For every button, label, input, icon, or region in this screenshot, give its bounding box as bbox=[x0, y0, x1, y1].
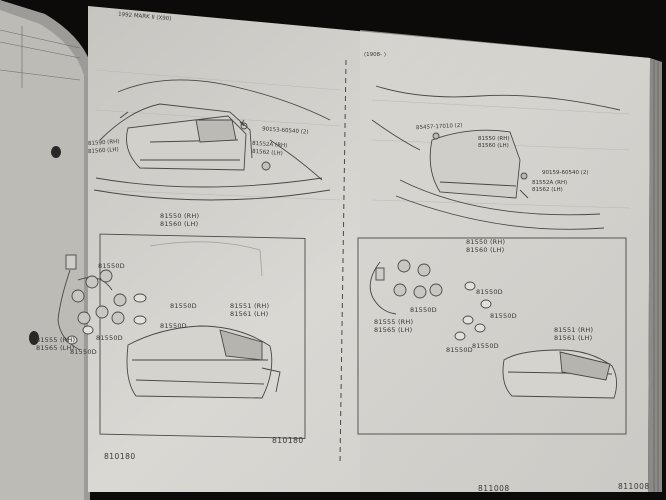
left-bulb-code-2: 81550D bbox=[170, 302, 197, 310]
right-diagram-frame bbox=[357, 237, 627, 435]
right-socket-rh: 81555 (RH) bbox=[374, 318, 414, 326]
left-lens-rh: 81551 (RH) bbox=[230, 302, 270, 310]
right-screw-note: 90159-60540 (2) bbox=[542, 170, 589, 176]
right-bulb-note-2: 81562 (LH) bbox=[532, 187, 563, 193]
left-assy-rh: 81550 (RH) bbox=[160, 212, 200, 220]
left-page-edge bbox=[0, 0, 88, 500]
right-assy-lh: 81560 (LH) bbox=[466, 246, 505, 254]
right-assy-lh-top: 81560 (LH) bbox=[478, 143, 509, 149]
right-lens-rh: 81551 (RH) bbox=[554, 326, 594, 334]
left-bulb-code-3: 81550D bbox=[160, 322, 187, 330]
right-lens-lh: 81561 (LH) bbox=[554, 334, 593, 342]
left-bulb-code-4: 81550D bbox=[96, 334, 123, 342]
left-diagram-frame bbox=[99, 233, 306, 439]
left-socket-rh: 81555 (RH) bbox=[36, 336, 76, 344]
left-bulb-code-5: 81550D bbox=[70, 348, 97, 356]
left-page-number: 810180 bbox=[104, 452, 136, 461]
right-assy-rh-top: 81550 (RH) bbox=[478, 136, 510, 142]
left-assy-lh: 81560 (LH) bbox=[160, 220, 199, 228]
right-page-number-1: 811008 bbox=[478, 484, 510, 493]
right-header: (1908- ) bbox=[364, 52, 387, 58]
left-bulb-code-1: 81550D bbox=[98, 262, 125, 270]
left-lens-lh: 81561 (LH) bbox=[230, 310, 269, 318]
right-bulb-code-1: 81550D bbox=[476, 288, 503, 296]
left-figure-number: 810180 bbox=[272, 436, 304, 445]
binding-hole-2 bbox=[29, 331, 39, 345]
right-socket-lh: 81565 (LH) bbox=[374, 326, 413, 334]
binding-hole-1 bbox=[51, 146, 61, 158]
right-bulb-code-2: 81550D bbox=[490, 312, 517, 320]
right-bulb-code-5: 81550D bbox=[446, 346, 473, 354]
right-page-number-2: 811008 bbox=[618, 482, 650, 491]
page-divider bbox=[339, 59, 347, 463]
right-bulb-code-4: 81550D bbox=[472, 342, 499, 350]
left-socket-lh: 81565 (LH) bbox=[36, 344, 75, 352]
right-bulb-note-1: 81552A (RH) bbox=[532, 180, 568, 186]
right-bulb-code-3: 81550D bbox=[410, 306, 437, 314]
right-assy-rh: 81550 (RH) bbox=[466, 238, 506, 246]
